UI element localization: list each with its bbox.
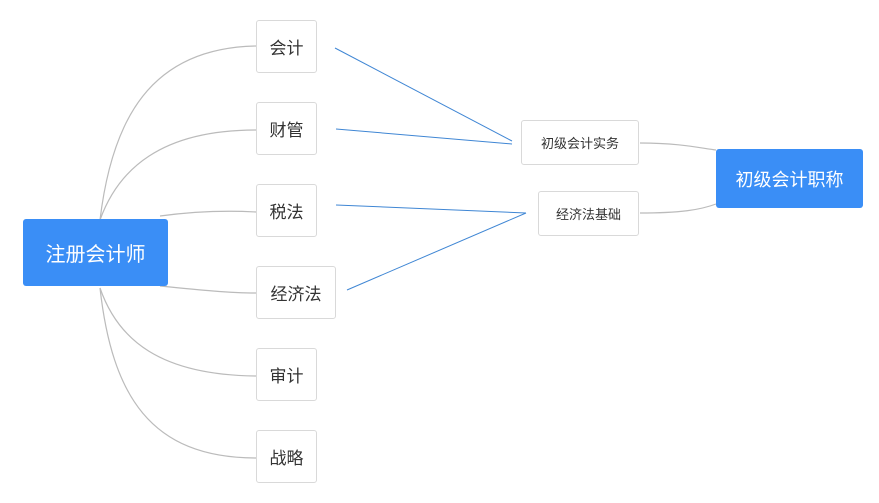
subject-node-jichu[interactable]: 经济法基础 (538, 191, 639, 236)
link-line-shuifa-jichu (335, 204, 527, 214)
root-node-junior-accountant[interactable]: 初级会计职称 (716, 149, 863, 208)
branch-line-shenji (99, 287, 257, 377)
branch-line-zhanlue (99, 287, 257, 459)
subject-node-kuaiji[interactable]: 会计 (256, 20, 317, 73)
branch-line-kuaiji (99, 45, 257, 221)
subject-node-jingjifa[interactable]: 经济法 (256, 266, 336, 319)
subject-node-shenji[interactable]: 审计 (256, 348, 317, 401)
branch-line-shiwu (639, 142, 717, 151)
subject-node-caiguan[interactable]: 财管 (256, 102, 317, 155)
subject-node-shuifa[interactable]: 税法 (256, 184, 317, 237)
branch-line-shuifa (159, 210, 257, 217)
root-node-cpa[interactable]: 注册会计师 (23, 219, 168, 286)
link-line-jingjifa-jichu (346, 212, 527, 291)
link-line-caiguan-shiwu (335, 128, 513, 145)
branch-line-jingjifa (159, 285, 257, 294)
subject-node-shiwu[interactable]: 初级会计实务 (521, 120, 639, 165)
link-line-kuaiji-shiwu (334, 47, 513, 142)
subject-node-zhanlue[interactable]: 战略 (256, 430, 317, 483)
branch-line-jichu (639, 203, 717, 214)
branch-line-caiguan (99, 129, 257, 221)
